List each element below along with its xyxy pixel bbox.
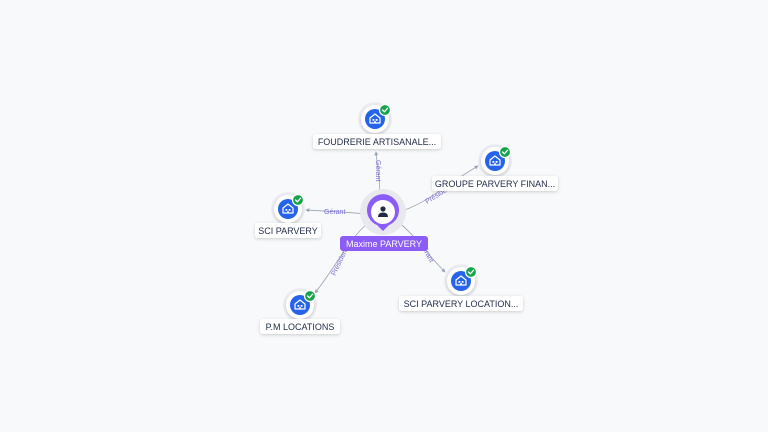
check-badge-icon [498, 145, 512, 159]
company-node-foudrerie[interactable]: FOUDRERIE ARTISANALE... [313, 102, 441, 149]
company-nodes: FOUDRERIE ARTISANALE... GROUPE PARVERY FI… [255, 102, 558, 334]
center-label-box [340, 236, 428, 251]
node-label: FOUDRERIE ARTISANALE... [318, 137, 436, 147]
building-icon [369, 113, 381, 124]
edge-label-sci-parvery: Gérant [324, 209, 345, 216]
company-node-groupe[interactable]: GROUPE PARVERY FINAN... [432, 144, 558, 191]
building-icon [294, 299, 306, 310]
check-badge-icon [303, 289, 317, 303]
node-label-box [399, 296, 523, 311]
center-inner [371, 200, 395, 224]
company-node-sci-locations[interactable]: SCI PARVERY LOCATION... [399, 264, 523, 311]
edge-pm-locations [314, 222, 369, 294]
node-core [290, 295, 310, 315]
node-label-box [260, 319, 340, 334]
node-label-box [313, 134, 441, 149]
building-icon [455, 275, 467, 286]
building-icon [489, 155, 501, 166]
edge-label-foudrerie: Gérant [374, 160, 381, 181]
center-label: Maxime PARVERY [346, 239, 422, 249]
node-core [451, 271, 471, 291]
company-node-pm-locations[interactable]: P.M LOCATIONS [260, 288, 340, 334]
center-node[interactable]: Maxime PARVERY [340, 189, 428, 251]
node-core [278, 199, 298, 219]
check-badge-icon [378, 103, 392, 117]
person-icon [378, 206, 388, 217]
node-label-box [255, 223, 321, 238]
company-node-sci-parvery[interactable]: SCI PARVERY [255, 192, 321, 238]
building-icon [282, 203, 294, 214]
edge-label-pm-locations: Président [331, 247, 350, 277]
check-badge-icon [464, 265, 478, 279]
node-label: GROUPE PARVERY FINAN... [435, 179, 555, 189]
node-label: SCI PARVERY [258, 226, 318, 236]
node-label: SCI PARVERY LOCATION... [404, 299, 519, 309]
node-core [485, 151, 505, 171]
node-label-box [432, 176, 558, 191]
node-core [365, 109, 385, 129]
node-label: P.M LOCATIONS [266, 322, 335, 332]
edge-groupe [397, 165, 479, 213]
check-badge-icon [291, 193, 305, 207]
